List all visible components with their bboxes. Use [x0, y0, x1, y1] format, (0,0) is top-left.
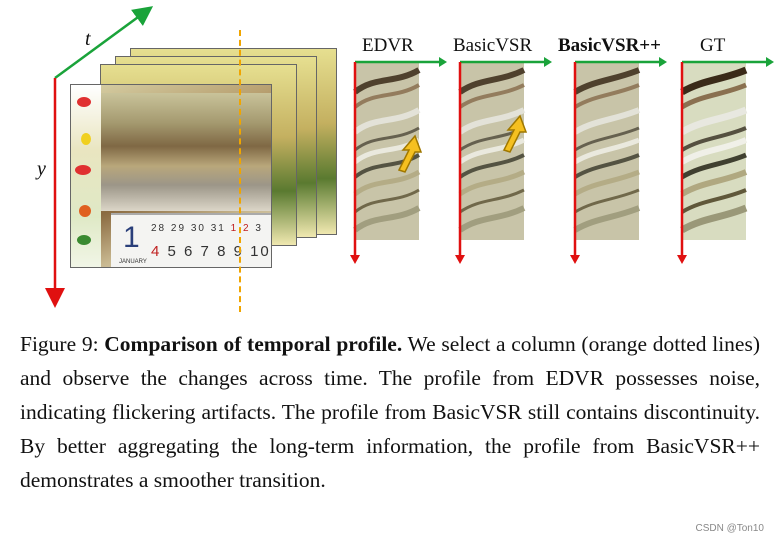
- profile-panel: [350, 57, 447, 264]
- highlight-arrow-icon: [397, 134, 423, 173]
- selected-column-line: [239, 30, 241, 312]
- calendar-day: 30: [190, 223, 211, 234]
- figure-9: t y 1 JANUARY 28 29 30 31 1 2 3 4 5 6 7 …: [37, 6, 774, 312]
- calendar-day: 3: [255, 223, 263, 234]
- t-axis: [54, 6, 154, 80]
- frame-axes: [45, 6, 154, 308]
- calendar-day: 4: [151, 243, 168, 260]
- method-label: EDVR: [362, 35, 414, 56]
- calendar-month: JANUARY: [119, 259, 147, 265]
- calendar-day: 29: [170, 223, 191, 234]
- calendar-day: 7: [200, 243, 218, 260]
- t-axis-label: t: [85, 28, 91, 50]
- caption-title: Comparison of temporal profile.: [104, 332, 403, 356]
- street-scene: [101, 93, 271, 211]
- calendar-day: 28: [151, 223, 171, 234]
- calendar-day: 5: [167, 243, 185, 260]
- profile-panel: [570, 57, 667, 264]
- video-frame-front: 1 JANUARY 28 29 30 31 1 2 3 4 5 6 7 8 9 …: [70, 84, 272, 268]
- calendar: 1 JANUARY 28 29 30 31 1 2 3 4 5 6 7 8 9 …: [111, 213, 271, 267]
- highlight-arrow-icon: [502, 114, 528, 153]
- calendar-day: 8: [217, 243, 234, 260]
- method-label: BasicVSR: [453, 35, 533, 56]
- calendar-day: 10: [250, 243, 271, 260]
- calendar-big-digit: 1: [123, 221, 140, 254]
- caption-body: We select a column (orange dotted lines)…: [20, 332, 760, 492]
- calendar-row-bottom: 4 5 6 7 8 9 10: [151, 243, 271, 260]
- calendar-day: 6: [184, 243, 201, 260]
- y-axis-label: y: [37, 158, 46, 180]
- frame-left-strip: [71, 85, 101, 267]
- method-label: BasicVSR++: [558, 35, 661, 56]
- method-label: GT: [700, 35, 726, 56]
- calendar-day: 2: [242, 223, 256, 234]
- profile-panel: [677, 57, 774, 264]
- calendar-row-top: 28 29 30 31 1 2 3: [151, 223, 263, 234]
- watermark: CSDN @Ton10: [695, 523, 764, 534]
- profile-panel: [455, 57, 552, 264]
- figure-caption: Figure 9: Comparison of temporal profile…: [20, 327, 760, 497]
- calendar-day: 1: [230, 223, 243, 234]
- calendar-day: 31: [210, 223, 231, 234]
- caption-prefix: Figure 9:: [20, 332, 105, 356]
- calendar-day: 9: [233, 243, 251, 260]
